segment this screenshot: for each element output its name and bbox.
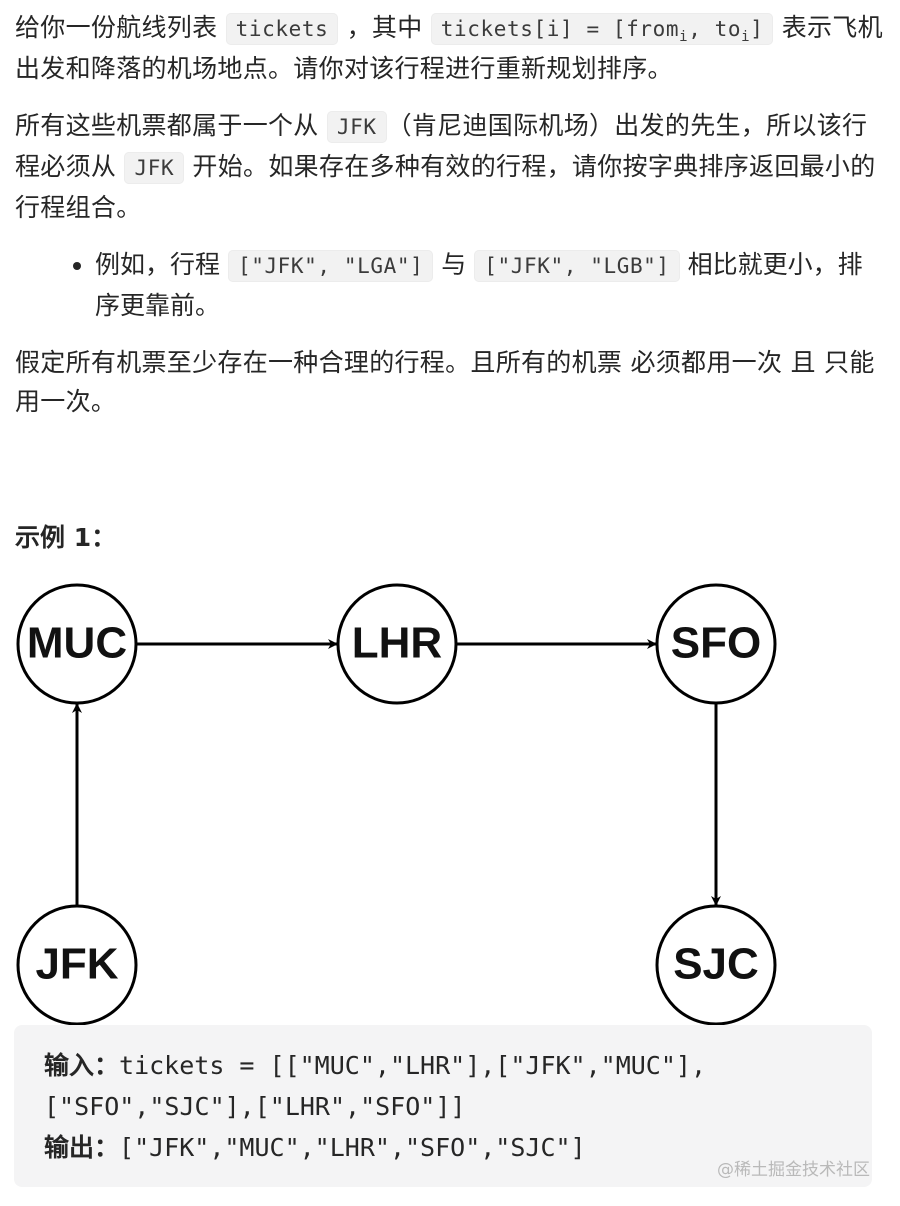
paragraph-assumption: 假定所有机票至少存在一种合理的行程。且所有的机票 必须都用一次 且 只能用一次。 xyxy=(15,348,875,416)
inline-code-jfk: JFK xyxy=(326,111,387,143)
node-circle xyxy=(336,583,458,705)
node-circle xyxy=(655,904,777,1025)
text: （肯尼迪国际机场）出发的先生，所以该行程必须从 xyxy=(15,111,868,181)
code-subscript: i xyxy=(741,29,751,46)
inline-code-itinerary-lga: ["JFK", "LGA"] xyxy=(227,250,434,282)
node-sfo: SFO xyxy=(655,583,777,705)
example-code-block: 输入：tickets = [["MUC","LHR"],["JFK","MUC"… xyxy=(14,1025,872,1187)
node-sjc: SJC xyxy=(655,904,777,1025)
inline-code-itinerary-lgb: ["JFK", "LGB"] xyxy=(474,250,680,282)
text: 与 xyxy=(433,250,475,279)
node-circle xyxy=(16,904,138,1025)
text: 表示飞机出发和降落的机场地点。请你对该行程进行重新规划排序。 xyxy=(15,13,883,83)
node-label: LHR xyxy=(352,619,442,668)
text: 例如，行程 xyxy=(95,250,228,279)
inline-code-ticket-pair: tickets[i] = [fromi, toi] xyxy=(430,13,774,46)
inline-code-tickets: tickets xyxy=(225,13,339,45)
input-label: 输入： xyxy=(44,1051,120,1080)
text: 相比就更小，排序更靠前。 xyxy=(95,250,863,320)
example-title: 示例 1： xyxy=(15,523,117,552)
node-circle xyxy=(16,583,138,705)
output-line: 输出：["JFK","MUC","LHR","SFO","SJC"] xyxy=(44,1127,842,1168)
inline-code-jfk: JFK xyxy=(124,152,185,184)
input-line-continued: ["SFO","SJC"],["LHR","SFO"]] xyxy=(44,1092,466,1121)
node-muc: MUC xyxy=(16,583,138,705)
watermark: @稀土掘金技术社区 xyxy=(717,1160,870,1180)
graph-nodes: MUC LHR SFO JFK SJC xyxy=(16,583,777,1025)
graph-edges xyxy=(72,639,721,906)
list-item: 例如，行程 ["JFK", "LGA"] 与 ["JFK", "LGB"] 相比… xyxy=(95,245,885,325)
code-subscript: i xyxy=(679,29,689,46)
node-label: SJC xyxy=(673,940,759,989)
input-value: tickets = [["MUC","LHR"],["JFK","MUC"], xyxy=(119,1051,707,1080)
input-line: 输入：tickets = [["MUC","LHR"],["JFK","MUC"… xyxy=(44,1045,842,1086)
itinerary-graph: MUC LHR SFO JFK SJC xyxy=(16,583,777,1025)
output-label: 输出： xyxy=(44,1133,120,1162)
problem-description: 给你一份航线列表 tickets ，其中 tickets[i] = [fromi… xyxy=(15,8,885,439)
text: 开始。如果存在多种有效的行程，请你按字典排序返回最小的行程组合。 xyxy=(15,152,876,222)
node-label: MUC xyxy=(27,619,127,668)
text: ，其中 xyxy=(338,13,431,42)
text: 给你一份航线列表 xyxy=(15,13,226,42)
code-part: , to xyxy=(688,17,742,41)
node-label: SFO xyxy=(671,619,761,668)
example-bullet-list: 例如，行程 ["JFK", "LGA"] 与 ["JFK", "LGB"] 相比… xyxy=(15,245,885,325)
code-part: tickets[i] = [from xyxy=(440,17,680,41)
node-lhr: LHR xyxy=(336,583,458,705)
node-label: JFK xyxy=(35,940,118,989)
node-jfk: JFK xyxy=(16,904,138,1025)
code-part: ] xyxy=(750,17,764,41)
output-value: ["JFK","MUC","LHR","SFO","SJC"] xyxy=(119,1133,586,1162)
paragraph-tickets: 给你一份航线列表 tickets ，其中 tickets[i] = [fromi… xyxy=(15,8,885,88)
text: 所有这些机票都属于一个从 xyxy=(15,111,327,140)
node-circle xyxy=(655,583,777,705)
paragraph-jfk-start: 所有这些机票都属于一个从 JFK（肯尼迪国际机场）出发的先生，所以该行程必须从 … xyxy=(15,106,885,227)
